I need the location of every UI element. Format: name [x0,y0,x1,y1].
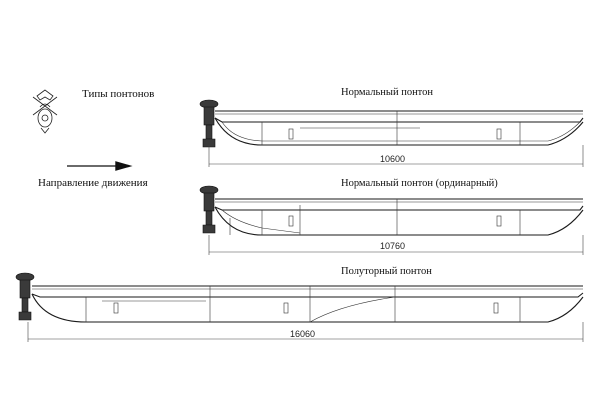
pontoon-1-label: Нормальный понтон [341,87,433,98]
legend-title: Типы понтонов [82,88,154,100]
pontoon-3-length: 16060 [290,329,315,339]
pontoon-3-label: Полуторный понтон [341,266,432,277]
pontoon-1-drawing [199,99,584,167]
pontoon-2-length: 10760 [380,241,405,251]
emblem-icon [32,89,58,134]
direction-label: Направление движения [38,177,148,189]
pontoon-2-label: Нормальный понтон (ординарный) [341,178,498,189]
pontoon-3-drawing [15,272,584,342]
outboard-engine-icon [199,185,219,234]
pontoon-1-length: 10600 [380,154,405,164]
outboard-engine-icon [15,272,35,321]
outboard-engine-icon [199,99,219,148]
pontoon-2-drawing [199,185,584,255]
direction-arrow-icon [67,161,133,171]
